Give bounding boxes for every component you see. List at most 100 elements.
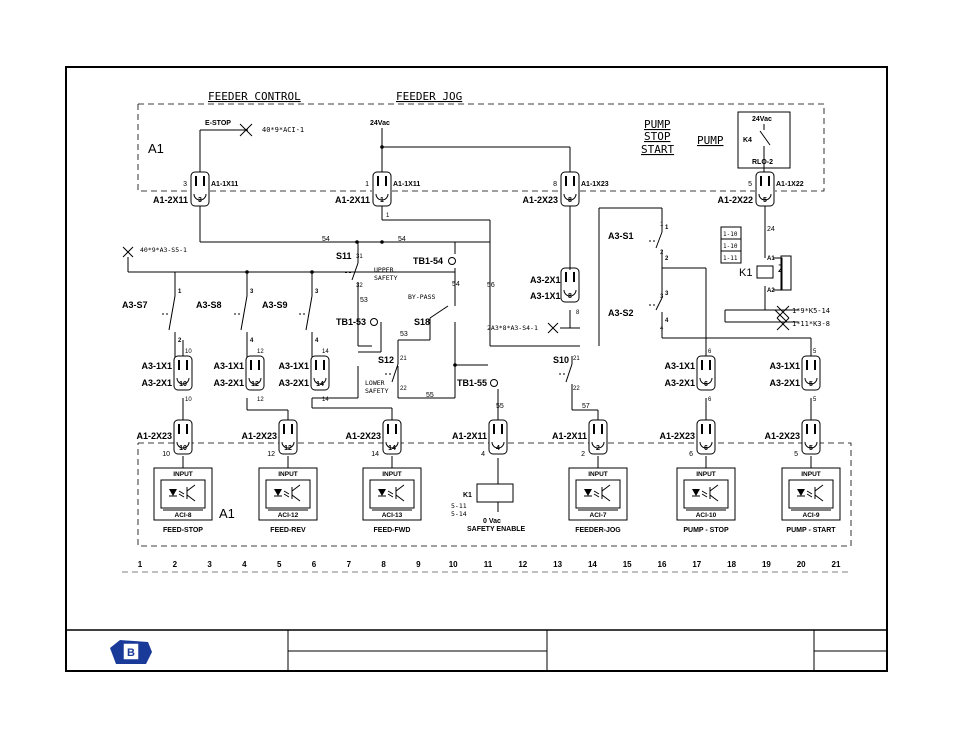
ruler-col-11: 11 (484, 560, 493, 569)
supply-label: 24Vac (370, 120, 390, 127)
wire-22-s10: 22 (573, 386, 580, 392)
wire-4-s2: 4 (660, 326, 664, 332)
enclosure-a1-top (137, 103, 825, 192)
safety-enable: K1 5-11 5-14 0 Vac SAFETY ENABLE (451, 483, 526, 533)
top-term-lower-0: A1-2X11 (153, 195, 188, 205)
ruler-col-21: 21 (832, 560, 841, 569)
bottom-connector-3-pin: 4 (496, 445, 500, 452)
wire-3-s2: 3 (660, 294, 664, 300)
bottom-term-label-5: A1-2X23 (659, 431, 695, 441)
s10-label: S10 (553, 355, 569, 365)
ruler-col-8: 8 (381, 560, 386, 569)
bottom-connector-3: 4 (488, 419, 508, 455)
module-input-5: INPUT (801, 471, 821, 478)
s12-desc-1: LOWER (365, 379, 385, 387)
area-a1-bottom: A1 (219, 506, 235, 521)
bottom-connector-1-pin: 12 (284, 445, 292, 452)
module-name-5: PUMP - START (786, 527, 836, 534)
top-connector-2-pin: 8 (568, 197, 572, 204)
a3-2x1-8: A3-2X1 (530, 275, 561, 285)
ruler-col-18: 18 (727, 560, 736, 569)
mid-connector-3-pin: 6 (704, 381, 708, 388)
wire-55b: 55 (496, 403, 504, 410)
module-name-0: FEED-STOP (163, 527, 203, 534)
bottom-connector-6-pin: 5 (809, 445, 813, 452)
switch-a3-s8-pin-top: 3 (250, 289, 254, 295)
device-labels: S11 UPPER SAFETY TB1-54 TB1-53 S18 BY-PA… (122, 231, 634, 395)
top-connector-3: 5 (755, 171, 775, 207)
wire-8-mid: 8 (576, 310, 580, 316)
terminal-tb1-54 (448, 257, 456, 265)
wire-22-s12: 22 (400, 386, 407, 392)
top-term-pinnum-3: 5 (748, 181, 752, 188)
module-name-4: PUMP - STOP (683, 527, 729, 534)
xref-a3-s5 (122, 246, 134, 258)
wire-21-s10: 21 (573, 356, 580, 362)
mid-connector-0: 10 (173, 355, 193, 391)
switch-a3-s9-pin-bot: 4 (315, 338, 319, 344)
switch-a3-s9-pin-top: 3 (315, 289, 319, 295)
module-aci-4: ACI-10 (696, 512, 717, 519)
s12-desc-2: SAFETY (365, 387, 389, 395)
top-connector-0-pin: 3 (198, 197, 202, 204)
top-connector-0: 3 (190, 171, 210, 207)
bottom-connector-5-pin: 6 (704, 445, 708, 452)
a3-s2-label: A3-S2 (608, 308, 634, 318)
top-term-upper-3: A1-1X22 (776, 181, 804, 188)
a3-s9-label: A3-S9 (262, 300, 288, 310)
k1-ref-1: 1*9*K5-14 (792, 307, 830, 315)
a3-s8-label: A3-S8 (196, 300, 222, 310)
mid-connector-1: 12 (245, 355, 265, 391)
wire-32: 32 (356, 283, 363, 289)
module-name-2: FEED-FWD (374, 527, 411, 534)
ruler-col-13: 13 (553, 560, 562, 569)
main-wiring (174, 206, 812, 484)
mid-term-lower-3: A3-2X1 (664, 378, 695, 388)
mid-term-pin-top-4: 5 (813, 349, 817, 355)
sheet-border (65, 66, 888, 672)
mid-connector-4: 5 (801, 355, 821, 391)
mid-connector-2-pin: 14 (316, 381, 324, 388)
switch-a3-s7-pin-bot: 2 (178, 338, 182, 344)
ruler-col-1: 1 (138, 560, 143, 569)
wire-1-top: 1 (386, 213, 390, 219)
safety-name: SAFETY ENABLE (467, 526, 526, 533)
switch-s11 (345, 255, 359, 290)
enclosure-a1-bottom (137, 442, 852, 547)
mid-term-pin-bot-0: 10 (185, 397, 192, 403)
module-name-1: FEED-REV (270, 527, 306, 534)
top-term-lower-1: A1-2X11 (335, 195, 370, 205)
k1-relay: 1-10 1-10 1-11 K1 Z1 A1 A2 24 1*9*K5-14 … (720, 226, 830, 331)
switch-a3-s8-pin-bot: 4 (250, 338, 254, 344)
ruler-col-20: 20 (797, 560, 806, 569)
bottom-term-label-1: A1-2X23 (241, 431, 277, 441)
top-term-upper-1: A1-1X11 (393, 181, 420, 188)
safety-ref-2: 5-14 (451, 510, 467, 518)
bottom-connector-0-pin: 10 (179, 445, 187, 452)
ruler-col-19: 19 (762, 560, 771, 569)
bottom-connector-0: 10 (173, 419, 193, 455)
wire-31: 31 (356, 254, 363, 260)
top-term-pinnum-0: 3 (183, 181, 187, 188)
ruler-col-3: 3 (207, 560, 212, 569)
bottom-terminals: 10A1-2X231012A1-2X231214A1-2X23144A1-2X1… (136, 419, 821, 468)
ruler-col-5: 5 (277, 560, 282, 569)
s12-label: S12 (378, 355, 394, 365)
wire-2-s1: 2 (660, 250, 664, 256)
ruler-col-9: 9 (416, 560, 421, 569)
bottom-connector-6: 5 (801, 419, 821, 455)
mid-connector-1-pin: 12 (251, 381, 259, 388)
bottom-term-label-2: A1-2X23 (345, 431, 381, 441)
mid-term-lower-4: A3-2X1 (769, 378, 800, 388)
module-aci-0: ACI-8 (175, 512, 192, 519)
title-block: B (66, 629, 887, 671)
estop-label: E-STOP (205, 120, 231, 127)
k1-a2: A2 (767, 288, 775, 294)
top-connector-2: 8 (560, 171, 580, 207)
